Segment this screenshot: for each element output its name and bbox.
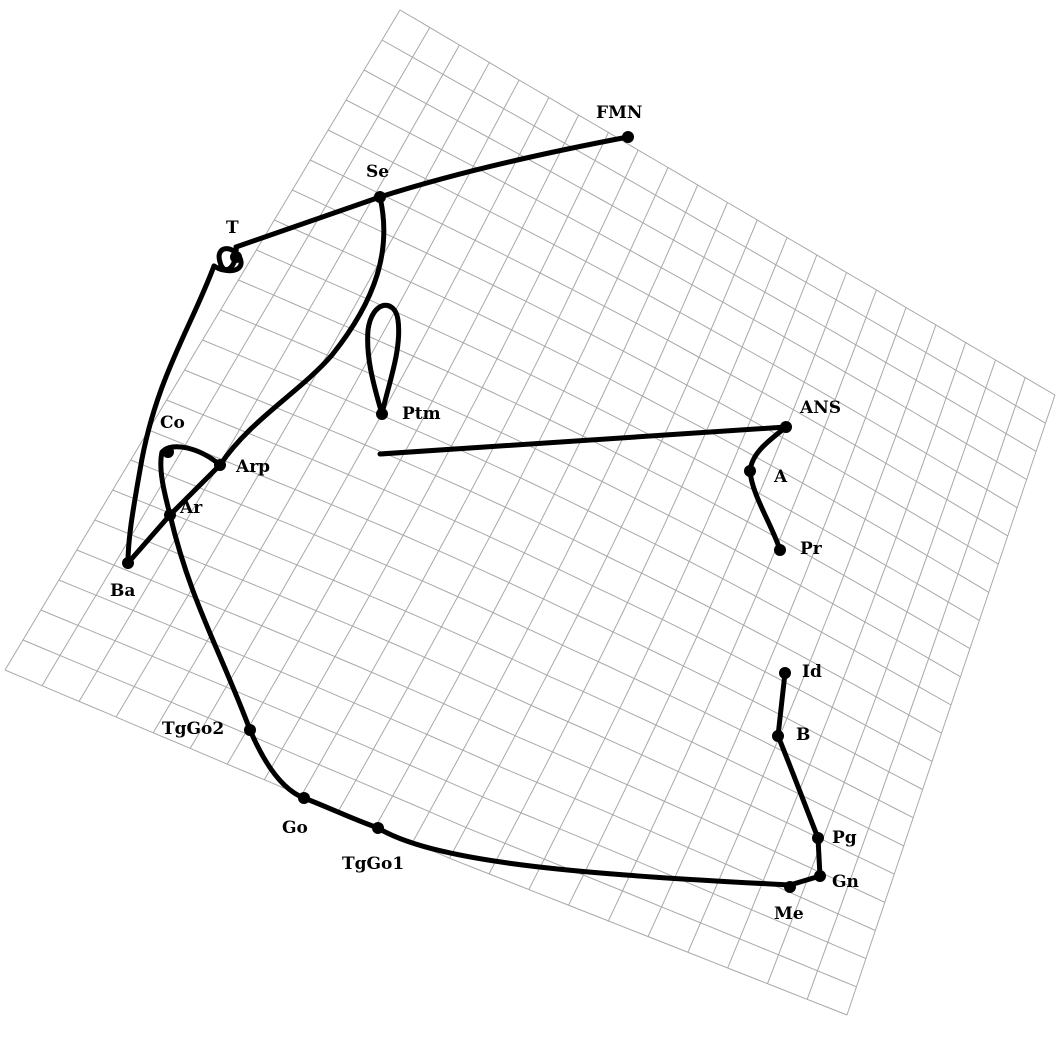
landmark-b-point xyxy=(772,730,784,742)
skeletal-outlines xyxy=(128,137,820,885)
landmark-se-point xyxy=(374,191,386,203)
grid-line xyxy=(301,150,638,796)
pterygomaxillary-loop xyxy=(368,305,399,414)
landmark-ba-label: Ba xyxy=(110,581,135,601)
landmark-pr-point xyxy=(774,544,786,556)
landmark-tggo2-point xyxy=(244,724,256,736)
landmark-ptm-point xyxy=(376,408,388,420)
landmark-co-point xyxy=(162,446,174,458)
landmark-se-label: Se xyxy=(366,162,389,182)
landmark-ba-point xyxy=(122,557,134,569)
grid-line xyxy=(529,255,817,890)
grid-line xyxy=(648,308,906,937)
grid-line xyxy=(292,190,998,564)
grid-line xyxy=(203,340,952,705)
grid-line xyxy=(59,580,876,931)
landmark-me-point xyxy=(784,881,796,893)
landmark-gn-point xyxy=(814,870,826,882)
landmark-tggo1-label: TgGo1 xyxy=(342,854,404,874)
landmark-t-point xyxy=(230,251,242,263)
landmark-go-label: Go xyxy=(282,818,308,838)
landmark-tggo2-label: TgGo2 xyxy=(162,719,224,739)
landmark-pg-label: Pg xyxy=(832,828,857,848)
landmark-t-label: T xyxy=(226,218,239,238)
landmark-a-label: A xyxy=(773,467,788,487)
grid-line xyxy=(688,325,936,952)
landmark-gn-label: Gn xyxy=(832,872,859,892)
landmark-ar-point xyxy=(164,509,176,521)
landmark-arp-point xyxy=(214,459,226,471)
grid-line xyxy=(42,28,430,686)
grid-line xyxy=(79,45,459,701)
landmark-pg-point xyxy=(812,832,824,844)
ramus-mandible-contour xyxy=(170,515,820,885)
landmark-b-label: B xyxy=(796,725,810,745)
grid-line xyxy=(116,63,489,718)
grid-line xyxy=(400,10,1055,395)
landmark-ans-label: ANS xyxy=(799,398,841,418)
grid-line xyxy=(23,640,857,987)
grid-line xyxy=(227,115,578,764)
landmark-fmn-label: FMN xyxy=(596,103,642,123)
landmark-ar-label: Ar xyxy=(179,498,203,518)
landmark-me-label: Me xyxy=(774,904,804,924)
landmark-ptm-label: Ptm xyxy=(402,404,441,424)
landmark-a-point xyxy=(744,465,756,477)
grid-line xyxy=(167,400,933,761)
grid-line xyxy=(346,100,1027,480)
sella-nasion-line xyxy=(236,137,628,247)
grid-line xyxy=(310,160,1008,536)
landmark-tggo1-point xyxy=(372,822,384,834)
grid-line xyxy=(413,203,728,843)
landmark-ans-point xyxy=(780,421,792,433)
grid-line xyxy=(5,670,847,1015)
grid-line xyxy=(264,133,608,780)
landmark-arp-label: Arp xyxy=(235,457,270,477)
landmark-pr-label: Pr xyxy=(800,539,823,559)
grid-line xyxy=(95,520,895,874)
landmark-co-label: Co xyxy=(160,413,185,433)
landmark-id-point xyxy=(779,667,791,679)
grid-line xyxy=(41,610,866,959)
maxilla-anterior-contour xyxy=(750,427,786,550)
landmark-go-point xyxy=(298,792,310,804)
landmark-id-label: Id xyxy=(802,662,822,682)
grid-line xyxy=(489,238,787,874)
landmark-fmn-point xyxy=(622,131,634,143)
